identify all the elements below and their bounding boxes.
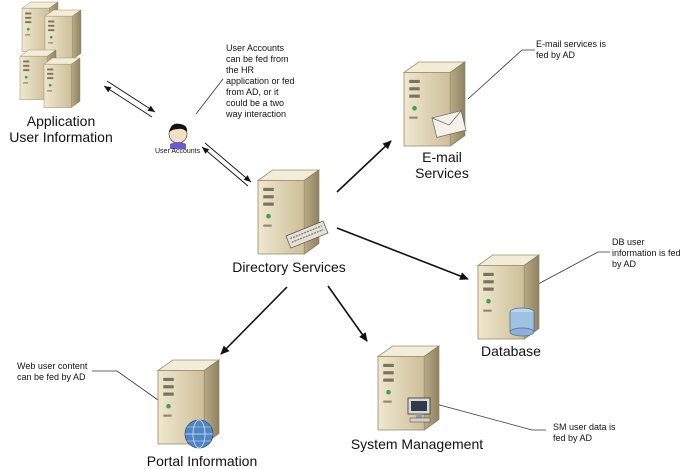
- note-system-management: SM user data is fed by AD: [553, 422, 616, 443]
- portal-server-icon: [157, 359, 220, 449]
- callout-line-portal: [92, 370, 159, 401]
- note-user-accounts: User Accounts can be fed from the HR app…: [226, 43, 295, 119]
- arrow-to-email: [336, 140, 392, 193]
- email-label-line1: E-mail: [422, 149, 462, 165]
- callout-line-database: [511, 251, 610, 299]
- computer-icon: [407, 397, 431, 423]
- user-accounts-label: User Accounts: [155, 148, 201, 155]
- callout-line-system-management: [435, 403, 546, 431]
- person-icon: [168, 123, 188, 149]
- application-label: Application User Information: [0, 113, 122, 145]
- arrow-to-system-management: [327, 285, 368, 342]
- keyboard-icon: [285, 220, 329, 249]
- email-services-label: E-mail Services: [404, 149, 480, 181]
- arrow-to-portal: [220, 286, 288, 355]
- database-cylinder-icon: [509, 307, 535, 337]
- callout-line-email: [467, 49, 535, 100]
- directory-services-label: Directory Services: [232, 259, 346, 275]
- email-server-icon: [403, 61, 467, 147]
- callout-line-user-accounts: [195, 78, 224, 115]
- database-server-icon: [477, 254, 540, 340]
- envelope-icon: [431, 110, 467, 138]
- system-management-server-icon: [377, 345, 440, 431]
- application-server-cluster: [19, 1, 82, 108]
- directory-server-icon: [257, 169, 329, 255]
- server-icon: [43, 57, 81, 108]
- database-label: Database: [481, 343, 541, 359]
- application-label-line1: Application: [26, 113, 96, 129]
- email-label-line2: Services: [415, 165, 469, 181]
- note-portal: Web user content can be fed by AD: [17, 361, 88, 382]
- arrow-to-database: [336, 227, 469, 280]
- connector-lines: [220, 140, 469, 355]
- portal-information-label: Portal Information: [146, 453, 258, 469]
- note-email: E-mail services is fed by AD: [536, 39, 607, 60]
- note-database: DB user information is fed by AD: [612, 237, 681, 269]
- bidirectional-links: [103, 80, 252, 187]
- application-label-line2: User Information: [9, 129, 113, 145]
- globe-icon: [184, 419, 214, 449]
- callout-lines: [92, 49, 610, 431]
- system-management-label: System Management: [350, 436, 484, 452]
